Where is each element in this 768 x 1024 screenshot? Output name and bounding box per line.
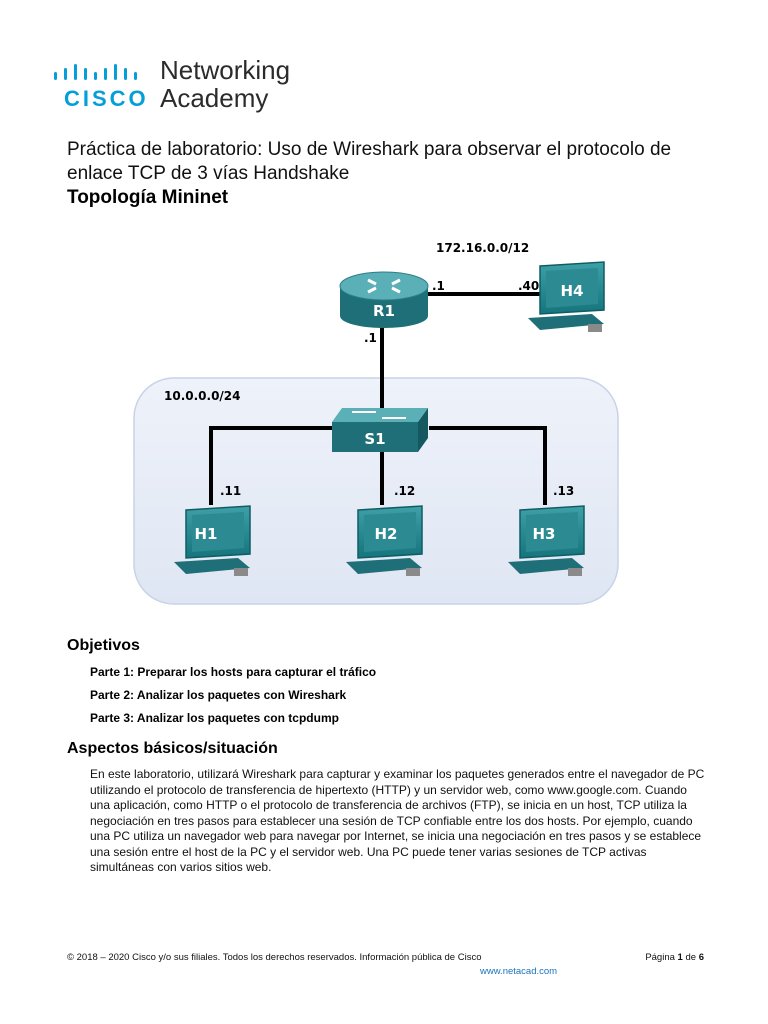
background-heading: Aspectos básicos/situación [67,740,278,757]
switch-s1: S1 [332,408,428,452]
host-h2-label: H2 [375,525,398,543]
objective-item-1: Parte 1: Preparar los hosts para captura… [90,665,377,679]
r1-ip-right: .1 [432,279,445,293]
topology-heading: Topología Mininet [67,187,229,208]
router-r1: R1 [339,271,429,328]
host-h4: H4 [528,261,605,332]
cisco-wordmark: cisco [64,86,149,111]
router-label: R1 [373,302,395,320]
network-topology-diagram: R1 S1 H4 H1 H2 H3 [133,241,619,605]
page-title: Práctica de laboratorio: Uso de Wireshar… [67,139,672,184]
logo-line-academy: Academy [160,83,269,113]
lan-area [133,377,619,605]
academy-wordmark: Networking Academy [160,56,290,112]
link-s1-h1 [209,426,335,505]
h1-ip: .11 [220,484,241,498]
logo-line-networking: Networking [160,55,291,85]
h4-ip: .40 [518,279,539,293]
host-h4-label: H4 [561,282,584,300]
r1-ip-down: .1 [364,331,377,345]
h2-ip: .12 [394,484,415,498]
netacad-link[interactable]: www.netacad.com [480,966,558,977]
cisco-networking-academy-logo: cisco Networking Academy [50,56,310,116]
page-number: Página 1 de 6 [645,952,704,963]
switch-label: S1 [364,430,385,448]
host-h1: H1 [174,505,251,576]
objective-item-2: Parte 2: Analizar los paquetes con Wires… [90,688,347,702]
objective-item-3: Parte 3: Analizar los paquetes con tcpdu… [90,711,339,725]
host-h1-label: H1 [195,525,218,543]
host-h3: H3 [508,505,585,576]
net-outer-label: 172.16.0.0/12 [436,241,529,255]
net-inner-label: 10.0.0.0/24 [164,389,241,403]
h3-ip: .13 [553,484,574,498]
host-h3-label: H3 [533,525,556,543]
link-s1-h3 [429,426,547,505]
background-paragraph: En este laboratorio, utilizará Wireshark… [90,767,705,874]
host-h2: H2 [346,505,423,576]
objectives-heading: Objetivos [67,637,140,654]
copyright-notice: © 2018 – 2020 Cisco y/o sus filiales. To… [67,952,482,963]
objectives-list: Parte 1: Preparar los hosts para captura… [90,664,376,733]
cisco-bars-icon [54,64,137,80]
